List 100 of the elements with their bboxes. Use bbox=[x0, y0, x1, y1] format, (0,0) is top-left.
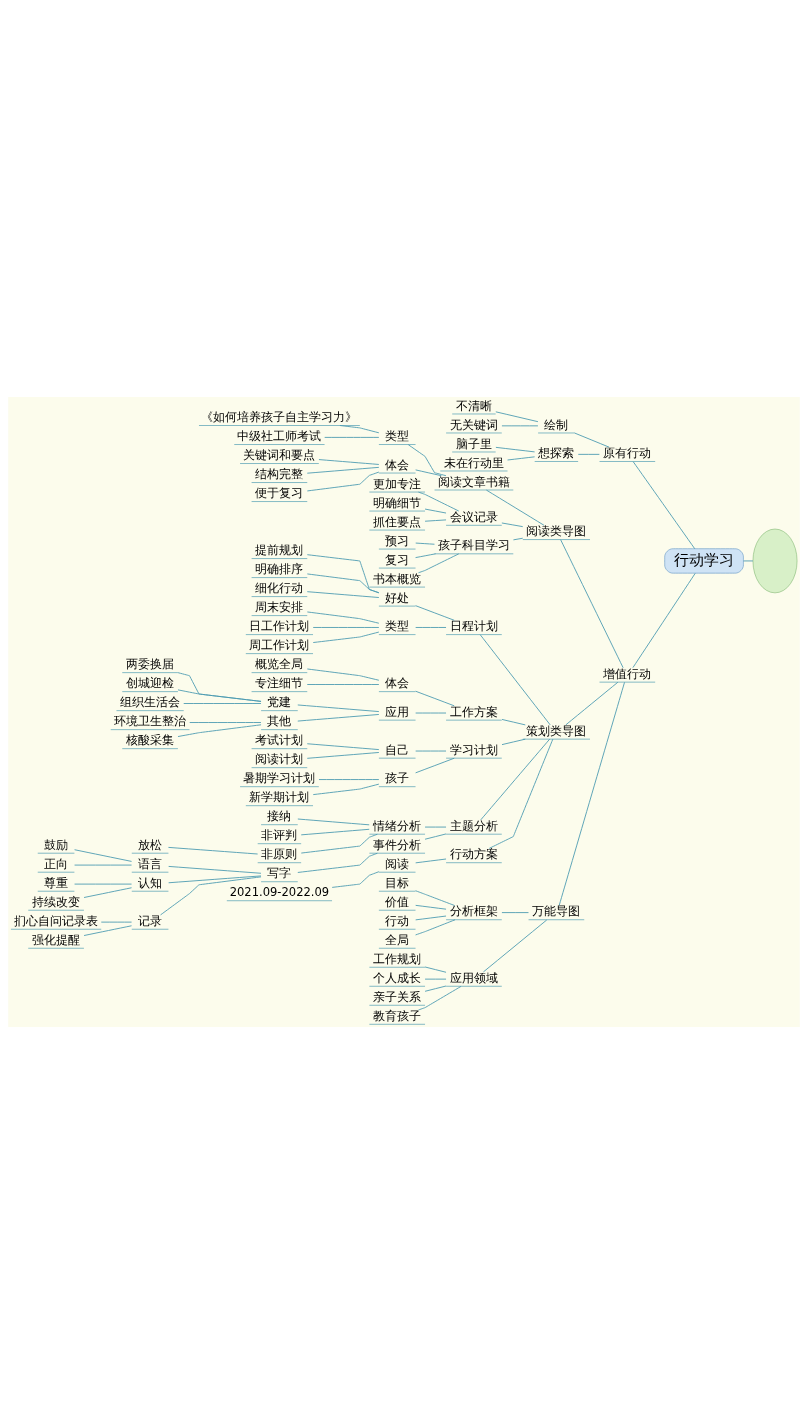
node-text: 绘制 bbox=[544, 417, 569, 432]
node-text: 尊重 bbox=[44, 875, 69, 890]
connector bbox=[306, 466, 380, 474]
node-text: 党建 bbox=[267, 694, 292, 709]
node-text: 工作方案 bbox=[449, 704, 498, 719]
node-text: 情绪分析 bbox=[373, 818, 422, 833]
node-text: 创城迎检 bbox=[126, 675, 175, 690]
connector bbox=[424, 833, 447, 840]
node-text: 书本概览 bbox=[373, 571, 422, 586]
node-text: 强化提醒 bbox=[32, 932, 81, 947]
connector bbox=[74, 864, 132, 866]
node-text: 两委换届 bbox=[126, 656, 175, 671]
connector bbox=[480, 738, 551, 820]
connector bbox=[415, 690, 455, 706]
node-text: 概览全局 bbox=[255, 656, 304, 671]
connector bbox=[100, 921, 132, 923]
connector bbox=[501, 718, 526, 725]
node-text: 主题分析 bbox=[449, 818, 498, 833]
node-text: 未在行动里 bbox=[443, 455, 504, 470]
node-text: 细化行动 bbox=[255, 580, 304, 595]
connector bbox=[189, 721, 262, 723]
connector bbox=[415, 552, 436, 558]
connector bbox=[415, 858, 447, 863]
node-text: 环境卫生整治 bbox=[114, 713, 187, 728]
node-text: 专注细节 bbox=[255, 675, 304, 690]
connector bbox=[424, 518, 447, 522]
node-text: 结构完整 bbox=[255, 466, 304, 481]
node-text: 阅读类导图 bbox=[526, 523, 587, 538]
node-text: 全局 bbox=[385, 932, 410, 947]
node-text: 预习 bbox=[385, 533, 410, 548]
connector bbox=[501, 522, 524, 527]
node-text: 2021.09-2022.09 bbox=[229, 884, 330, 899]
node-text: 扪心自问记录表 bbox=[14, 913, 99, 928]
connector bbox=[160, 875, 262, 915]
connector bbox=[488, 738, 554, 849]
connector bbox=[495, 446, 536, 452]
connector bbox=[565, 681, 619, 725]
node-text: 目标 bbox=[385, 875, 410, 890]
node-box: 行动学习 bbox=[664, 547, 744, 573]
node-text: 鼓励 bbox=[44, 837, 69, 852]
connector bbox=[479, 633, 551, 725]
node-text: 日程计划 bbox=[449, 618, 498, 633]
connector bbox=[743, 560, 754, 561]
node-text: 自己 bbox=[385, 742, 410, 757]
connector bbox=[424, 508, 447, 513]
connector bbox=[297, 818, 370, 825]
node-text: 更加专注 bbox=[373, 476, 422, 491]
node-text: 写字 bbox=[267, 865, 292, 880]
node-text: 万能导图 bbox=[532, 903, 581, 918]
connector bbox=[312, 631, 380, 643]
node-text: 非原则 bbox=[261, 846, 298, 861]
connector bbox=[168, 846, 259, 854]
connector bbox=[501, 424, 539, 426]
node-text: 认知 bbox=[138, 875, 163, 890]
connector bbox=[407, 443, 447, 476]
connector bbox=[415, 904, 447, 910]
node-text: 暑期学习计划 bbox=[243, 770, 316, 785]
connector bbox=[312, 626, 380, 628]
node-text: 其他 bbox=[267, 713, 292, 728]
node-text: 明确排序 bbox=[255, 561, 304, 576]
node-text: 工作规划 bbox=[373, 951, 422, 966]
node-text: 正向 bbox=[44, 856, 69, 871]
node-text: 类型 bbox=[385, 618, 410, 633]
node-text: 孩子 bbox=[385, 770, 410, 785]
connector bbox=[177, 671, 262, 702]
node-text: 原有行动 bbox=[603, 445, 652, 460]
connector bbox=[574, 432, 610, 448]
node-text: 教育孩子 bbox=[373, 1008, 422, 1023]
connector bbox=[501, 738, 526, 745]
node-text: 会议记录 bbox=[449, 509, 498, 524]
connector bbox=[306, 471, 380, 491]
connector bbox=[415, 626, 447, 628]
connector bbox=[83, 886, 132, 898]
node-text: 记录 bbox=[138, 913, 163, 928]
connector bbox=[183, 702, 262, 704]
node-text: 阅读 bbox=[385, 856, 410, 871]
node-text: 体会 bbox=[385, 675, 410, 690]
node-text: 应用领域 bbox=[449, 970, 498, 985]
node-text: 便于复习 bbox=[255, 485, 304, 500]
connector bbox=[415, 468, 442, 476]
connector bbox=[486, 489, 545, 526]
connector bbox=[306, 553, 380, 593]
connector bbox=[632, 572, 696, 668]
node-text: 阅读文章书籍 bbox=[437, 474, 510, 489]
connector bbox=[415, 542, 435, 545]
connector bbox=[312, 783, 380, 795]
connector bbox=[177, 723, 262, 737]
connector bbox=[177, 688, 262, 702]
connector bbox=[507, 455, 536, 460]
connector bbox=[300, 828, 370, 835]
connector bbox=[418, 552, 460, 573]
connector bbox=[424, 985, 447, 992]
connector bbox=[560, 538, 624, 668]
connector bbox=[415, 918, 456, 935]
node-text: 持续改变 bbox=[32, 894, 81, 909]
connector bbox=[306, 590, 380, 598]
node-text: 策划类导图 bbox=[526, 723, 587, 738]
connector bbox=[300, 833, 378, 853]
node-text: 放松 bbox=[138, 837, 163, 852]
node-text: 日工作计划 bbox=[249, 618, 310, 633]
